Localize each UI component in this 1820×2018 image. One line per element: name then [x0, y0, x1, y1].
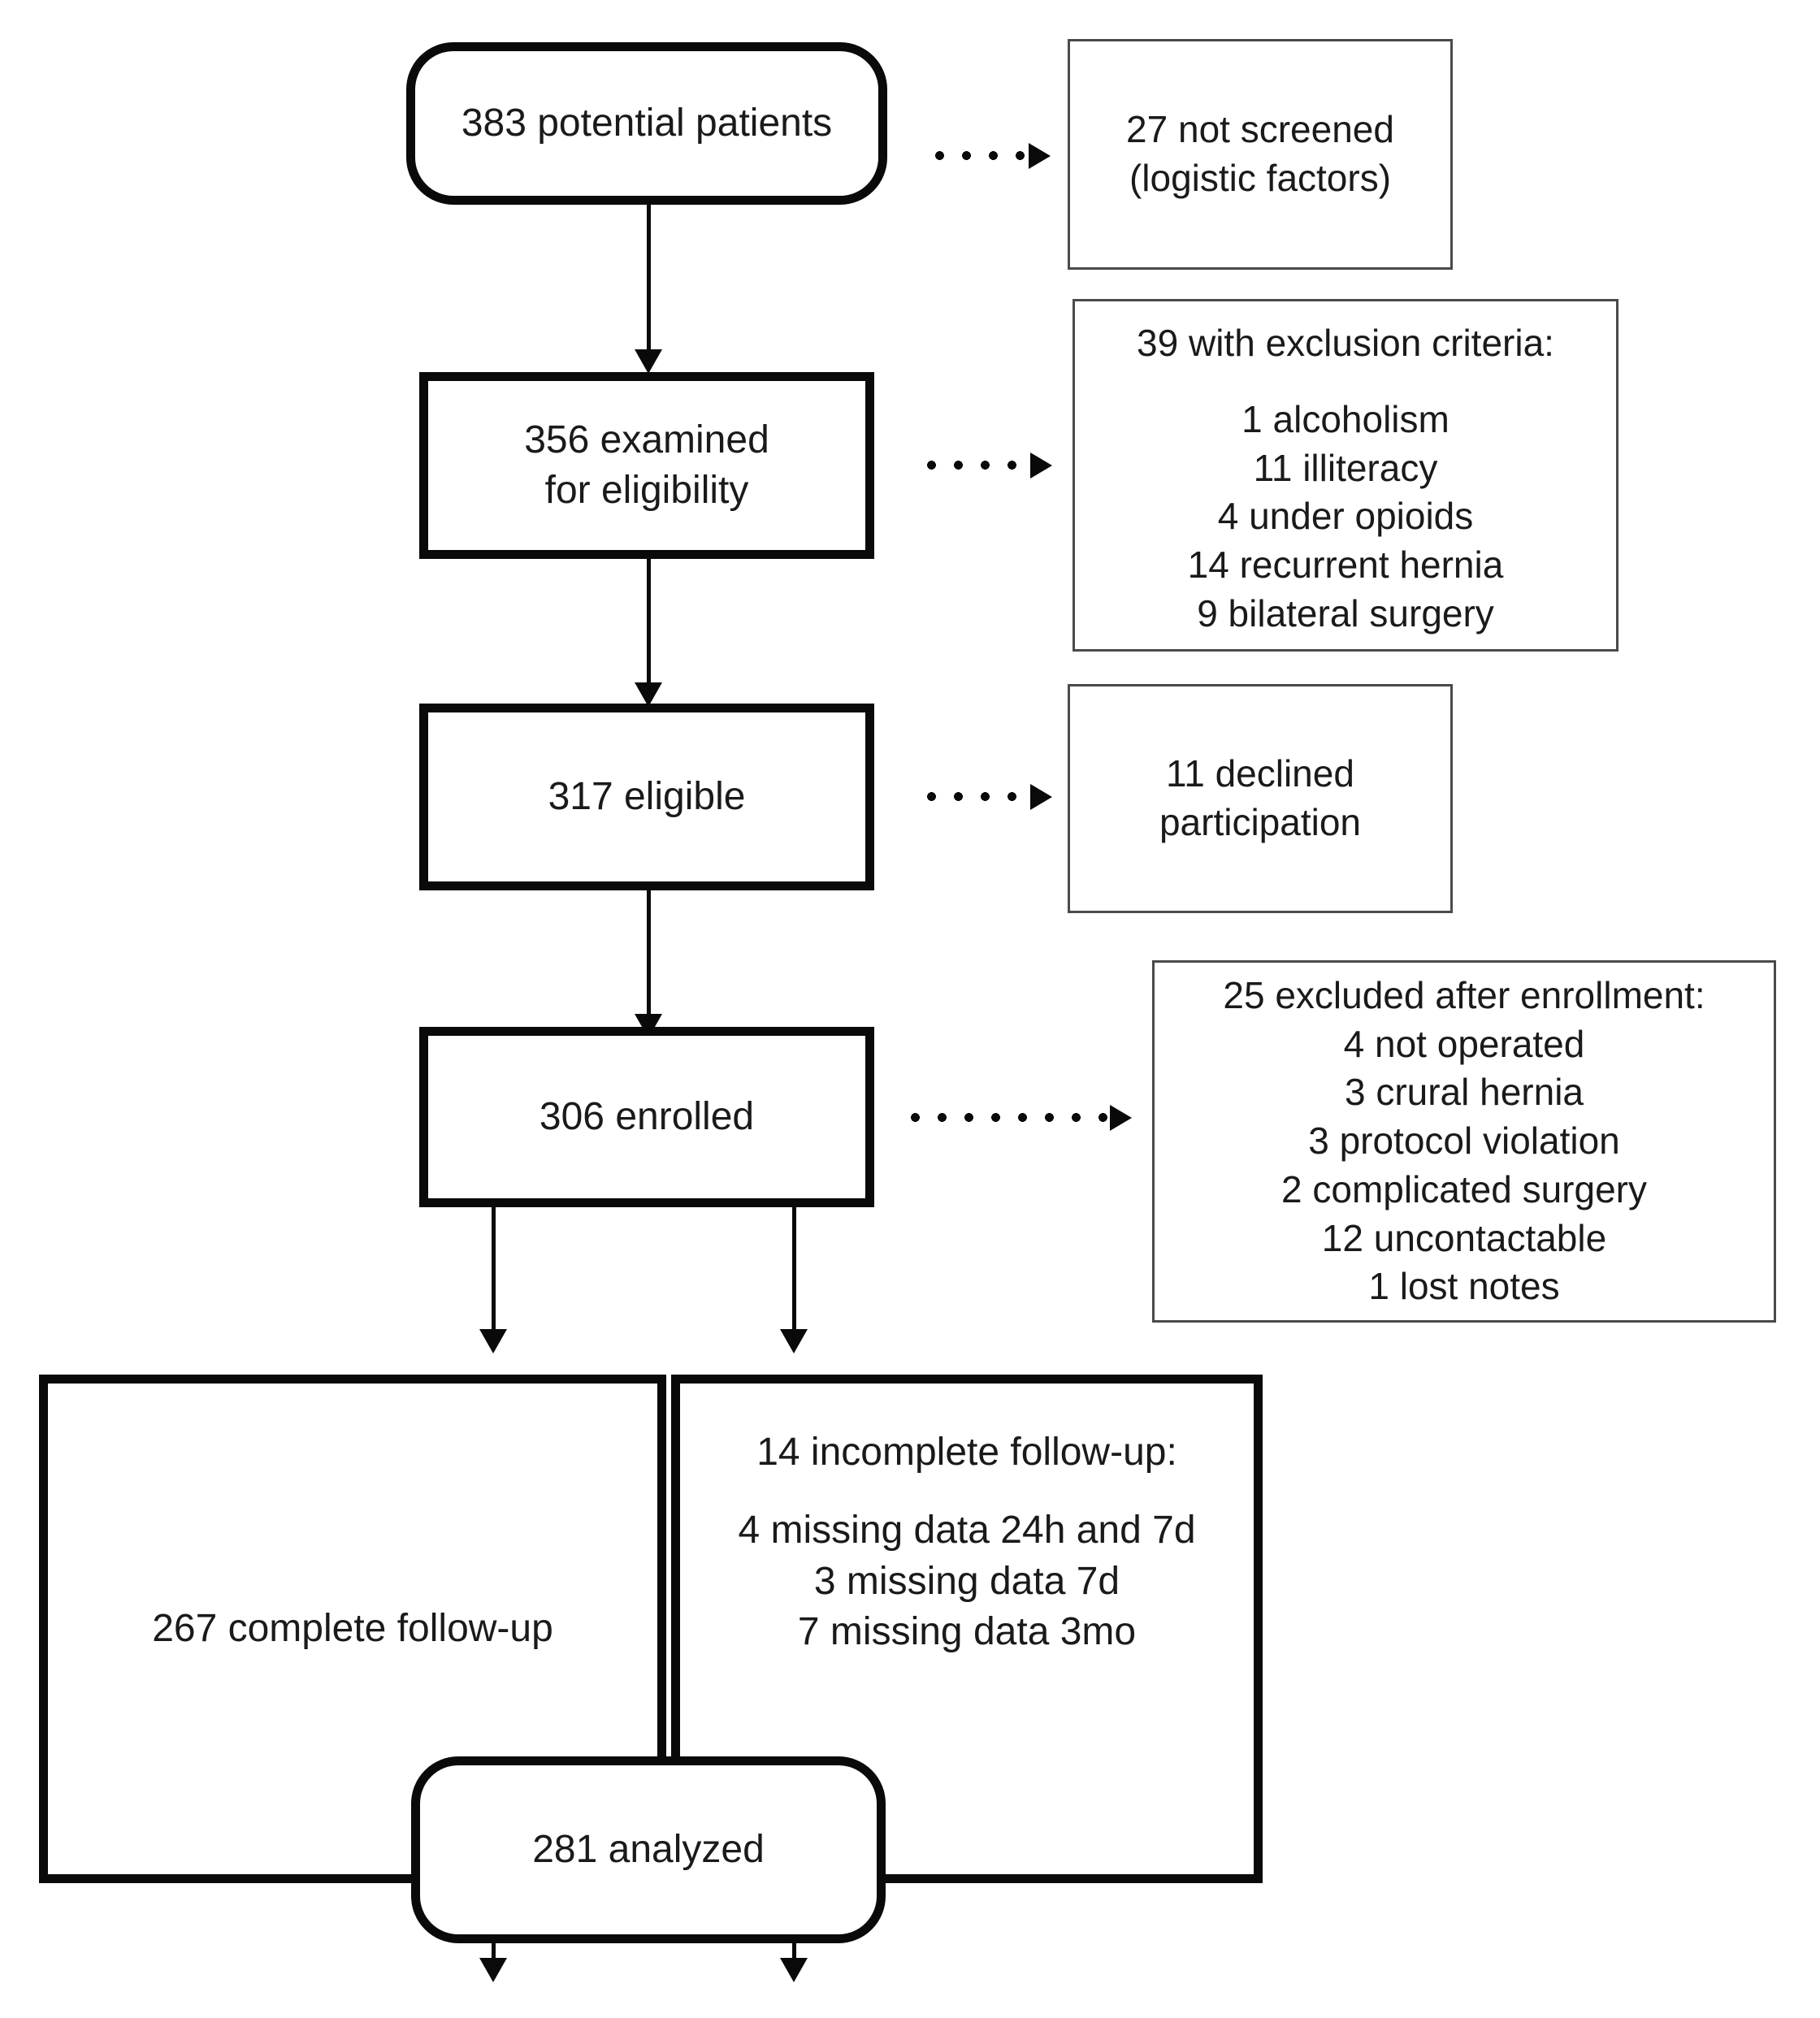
- node-enrolled-label: 306 enrolled: [539, 1094, 755, 1138]
- connector-enrolled-to-complete-followup-arrowhead: [479, 1329, 507, 1353]
- node-declined-participation: 11 declined participation: [1068, 684, 1453, 913]
- node-examined-line2: for eligibility: [544, 469, 749, 512]
- node-not-screened-line1: 27 not screened: [1126, 108, 1394, 151]
- connector-enrolled-to-excluded-arrowhead: [1110, 1105, 1132, 1131]
- node-potential-patients-label: 383 potential patients: [461, 101, 833, 145]
- node-incomplete-followup-item-0: 4 missing data 24h and 7d: [738, 1509, 1196, 1552]
- node-excluded-item-2: 3 protocol violation: [1308, 1119, 1620, 1163]
- node-excluded-heading: 25 excluded after enrollment:: [1223, 973, 1705, 1016]
- node-incomplete-followup-item-1: 3 missing data 7d: [813, 1559, 1120, 1603]
- node-examined-for-eligibility: 356 examined for eligibility: [419, 372, 874, 559]
- node-exclusion-criteria-item-1: 11 illiteracy: [1253, 446, 1438, 489]
- connector-eligible-to-declined: [918, 792, 1032, 801]
- node-eligible: 317 eligible: [419, 704, 874, 890]
- connector-enrolled-to-incomplete-followup-arrowhead: [780, 1329, 808, 1353]
- connector-eligible-to-declined-arrowhead: [1030, 784, 1052, 810]
- connector-potential-to-examined: [647, 205, 651, 356]
- node-complete-followup-label: 267 complete follow-up: [152, 1606, 553, 1650]
- node-exclusion-criteria-heading: 39 with exclusion criteria:: [1137, 322, 1554, 364]
- node-exclusion-criteria-item-4: 9 bilateral surgery: [1197, 591, 1494, 634]
- node-excluded-item-0: 4 not operated: [1343, 1022, 1585, 1065]
- connector-examined-to-eligible: [647, 559, 651, 689]
- node-declined-line2: participation: [1159, 801, 1362, 843]
- node-not-screened-line2: (logistic factors): [1129, 157, 1392, 199]
- node-exclusion-criteria-item-2: 4 under opioids: [1217, 495, 1474, 538]
- node-exclusion-criteria-item-3: 14 recurrent hernia: [1187, 543, 1504, 587]
- node-eligible-label: 317 eligible: [548, 774, 746, 818]
- node-excluded-after-enrollment: 25 excluded after enrollment: 4 not oper…: [1152, 960, 1776, 1323]
- connector-examined-to-exclusions-arrowhead: [1030, 453, 1052, 479]
- connector-examined-to-eligible-arrowhead: [635, 682, 662, 707]
- connector-incomplete-to-analyzed-arrowhead: [780, 1958, 808, 1982]
- connector-potential-to-not-screened-arrowhead: [1029, 143, 1051, 169]
- connector-enrolled-to-incomplete-followup: [792, 1207, 796, 1336]
- connector-potential-to-examined-arrowhead: [635, 349, 662, 374]
- node-excluded-item-3: 2 complicated surgery: [1281, 1167, 1647, 1210]
- connector-complete-to-analyzed-arrowhead: [479, 1958, 507, 1982]
- connector-examined-to-exclusions: [918, 461, 1032, 470]
- node-excluded-item-5: 1 lost notes: [1368, 1265, 1560, 1308]
- node-excluded-item-1: 3 crural hernia: [1344, 1071, 1584, 1114]
- node-declined-line1: 11 declined: [1166, 752, 1354, 795]
- node-analyzed: 281 analyzed: [411, 1756, 886, 1943]
- node-analyzed-label: 281 analyzed: [532, 1827, 765, 1871]
- connector-enrolled-to-complete-followup: [492, 1207, 496, 1336]
- node-incomplete-followup-item-2: 7 missing data 3mo: [797, 1610, 1137, 1654]
- node-exclusion-criteria-item-0: 1 alcoholism: [1242, 397, 1450, 440]
- node-enrolled: 306 enrolled: [419, 1027, 874, 1207]
- node-incomplete-followup-heading: 14 incomplete follow-up:: [756, 1431, 1177, 1474]
- node-examined-line1: 356 examined: [524, 418, 769, 461]
- node-not-screened: 27 not screened (logistic factors): [1068, 39, 1453, 270]
- node-potential-patients: 383 potential patients: [406, 42, 887, 205]
- node-exclusion-criteria: 39 with exclusion criteria: 1 alcoholism…: [1072, 299, 1618, 652]
- node-excluded-item-4: 12 uncontactable: [1321, 1216, 1607, 1259]
- connector-potential-to-not-screened: [926, 151, 1030, 160]
- connector-enrolled-to-excluded: [902, 1113, 1113, 1122]
- connector-eligible-to-enrolled: [647, 890, 651, 1020]
